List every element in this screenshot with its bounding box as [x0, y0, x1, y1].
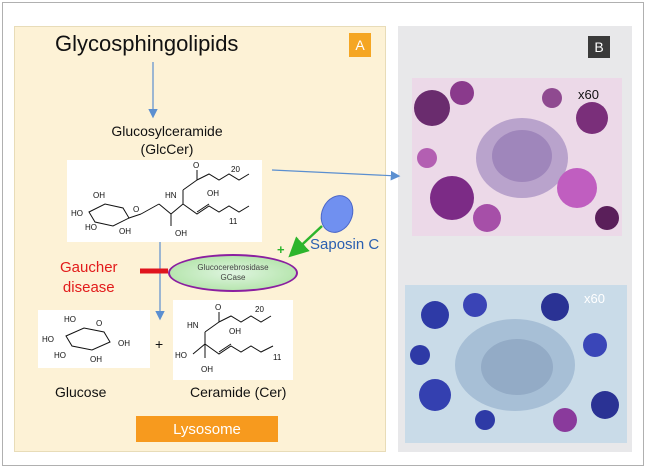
glucosylceramide-label: Glucosylceramide (GlcCer): [92, 122, 242, 158]
struct-n11: 11: [229, 217, 238, 226]
glucose-structure: HO HO HO O OH OH: [38, 310, 150, 368]
glucose-ho-left: HO: [42, 335, 54, 344]
micrograph-bottom: [405, 285, 627, 443]
glucose-ho-bottom: HO: [54, 351, 66, 360]
struct-o: O: [133, 205, 139, 214]
struct-oh-2: OH: [119, 227, 131, 236]
struct-oh-3: OH: [207, 189, 219, 198]
magnification-bottom: x60: [584, 291, 605, 306]
struct-oh-1: OH: [93, 191, 105, 200]
lysosome-label: Lysosome: [136, 416, 278, 442]
ceramide-structure: HN O OH 20 HO OH 11: [173, 300, 293, 380]
ceramide-structure-drawing: HN O OH 20 HO OH 11: [175, 303, 282, 374]
glucosylceramide-structure-drawing: HO HO OH OH O HN O OH 20 OH 11: [71, 161, 250, 238]
arrow-to-micrograph: [271, 169, 401, 181]
activation-plus-sign: +: [277, 242, 285, 257]
gaucher-word: Gaucher: [60, 259, 118, 276]
ceramide-n11: 11: [273, 353, 282, 362]
ceramide-ho: HO: [175, 351, 187, 360]
panel-a-badge: A: [349, 33, 371, 57]
ceramide-hn: HN: [187, 321, 199, 330]
struct-carbonyl-o: O: [193, 161, 199, 170]
struct-ho-2: HO: [85, 223, 97, 232]
glccer-abbrev: (GlcCer): [140, 141, 194, 157]
glycosphingolipids-title: Glycosphingolipids: [55, 31, 239, 56]
micrograph-bottom-image: [405, 285, 627, 443]
ceramide-oh-bottom: OH: [201, 365, 213, 374]
ceramide-oh-top: OH: [229, 327, 241, 336]
disease-word: disease: [62, 279, 115, 296]
glucose-o: O: [96, 319, 102, 328]
glucosylceramide-name: Glucosylceramide: [111, 123, 223, 139]
micrograph-top-image: [412, 78, 622, 236]
saposin-c-label: Saposin C: [310, 236, 380, 253]
ceramide-label: Ceramide (Cer): [190, 384, 287, 400]
glucose-label: Glucose: [55, 384, 107, 400]
gaucher-disease-label: Gaucher disease: [60, 258, 118, 298]
micrograph-top: [412, 78, 622, 236]
glucosylceramide-structure: HO HO OH OH O HN O OH 20 OH 11: [67, 160, 262, 242]
glucose-ho-top: HO: [64, 315, 76, 324]
magnification-top: x60: [578, 87, 599, 102]
glucose-oh-bottom: OH: [90, 355, 102, 364]
plus-sign: +: [155, 336, 164, 352]
glucose-oh-right: OH: [118, 339, 130, 348]
glucose-structure-drawing: HO HO HO O OH OH: [42, 315, 130, 364]
saposin-c-shape: [320, 195, 354, 233]
enzyme-abbrev: GCase: [220, 273, 246, 282]
struct-hn: HN: [165, 191, 177, 200]
glucocerebrosidase-enzyme: Glucocerebrosidase GCase: [168, 254, 298, 292]
struct-n20: 20: [231, 165, 240, 174]
struct-ho-1: HO: [71, 209, 83, 218]
enzyme-name: Glucocerebrosidase: [197, 263, 269, 272]
ceramide-n20: 20: [255, 305, 264, 314]
panel-b-badge: B: [588, 36, 610, 58]
saposin-activation-arrow: [288, 225, 323, 258]
ceramide-carbonyl-o: O: [215, 303, 221, 312]
struct-oh-4: OH: [175, 229, 187, 238]
